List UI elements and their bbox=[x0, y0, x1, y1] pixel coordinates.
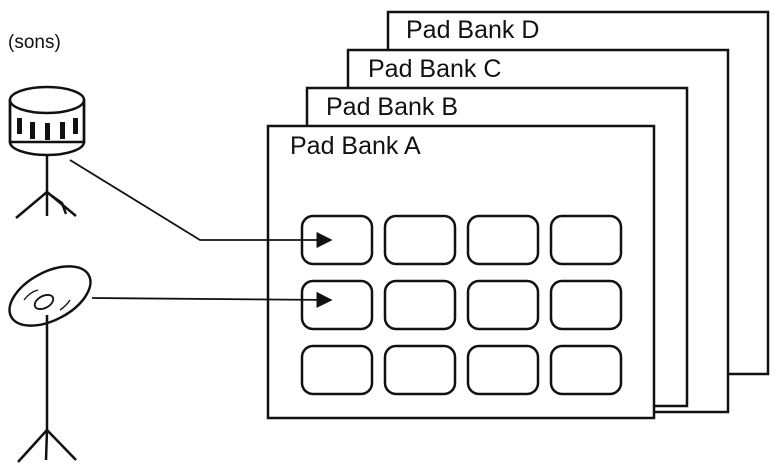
pad-grid bbox=[300, 214, 623, 396]
sounds-caption: (sons) bbox=[8, 32, 61, 53]
snare-connector-arrow bbox=[69, 159, 333, 249]
cymbal-connector-arrow bbox=[91, 291, 333, 308]
snare-drum-icon bbox=[8, 85, 86, 219]
cymbal-icon bbox=[8, 265, 92, 463]
pad-bank-c-label: Pad Bank C bbox=[368, 55, 501, 83]
pad-r2-c1 bbox=[300, 279, 374, 331]
pad-r2-c2 bbox=[383, 279, 457, 331]
pad-bank-d-label: Pad Bank D bbox=[406, 16, 539, 44]
pad-r1-c3 bbox=[466, 214, 540, 266]
pad-r2-c3 bbox=[466, 279, 540, 331]
pad-r3-c1 bbox=[300, 344, 374, 396]
pad-r3-c3 bbox=[466, 344, 540, 396]
pad-r1-c2 bbox=[383, 214, 457, 266]
pad-r1-c4 bbox=[549, 214, 623, 266]
pad-r3-c2 bbox=[383, 344, 457, 396]
pad-bank-b-label: Pad Bank B bbox=[326, 93, 458, 121]
pad-r2-c4 bbox=[549, 279, 623, 331]
pad-bank-a-label: Pad Bank A bbox=[290, 132, 421, 160]
pad-r3-c4 bbox=[549, 344, 623, 396]
